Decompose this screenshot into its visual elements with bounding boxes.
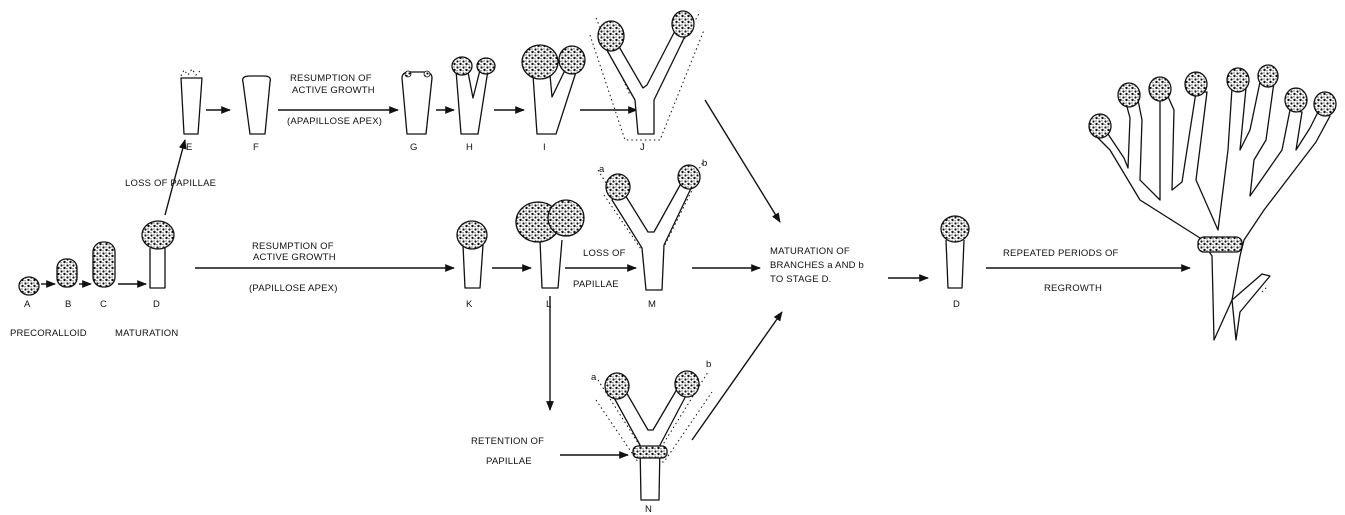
branch-label-a-bottom: a	[591, 372, 597, 383]
stage-F	[243, 76, 271, 134]
label-M: M	[648, 299, 656, 310]
stage-D-final	[941, 216, 969, 288]
label-H: H	[466, 142, 473, 153]
stage-A	[19, 277, 39, 295]
label-G: G	[410, 142, 418, 153]
label-N: N	[645, 504, 652, 515]
caption-loss-of-papillae: LOSS OF PAPILLAE	[125, 178, 216, 189]
caption-loss-of: LOSS OF	[583, 248, 626, 259]
stage-I	[522, 45, 585, 134]
branch-label-b-bottom: b	[706, 359, 711, 370]
label-E: E	[186, 142, 193, 153]
branch-label-b-mid: b	[702, 158, 707, 169]
label-D-final: D	[953, 299, 960, 310]
caption-retention-1: RETENTION OF	[471, 436, 544, 447]
label-F: F	[253, 142, 259, 153]
stage-L	[516, 200, 584, 288]
caption-maturation-branches-3: TO STAGE D.	[770, 274, 832, 285]
label-D: D	[153, 299, 160, 310]
stage-B	[57, 259, 77, 287]
caption-resumption-mid-2: ACTIVE GROWTH	[253, 252, 336, 263]
caption-repeated-1: REPEATED PERIODS OF	[1003, 248, 1119, 259]
stage-H	[452, 57, 495, 134]
stage-M	[598, 162, 703, 290]
label-A: A	[24, 299, 31, 310]
branch-label-a-mid: a	[599, 164, 605, 175]
caption-maturation-branches-2: BRANCHES a AND b	[770, 260, 864, 271]
stage-G	[402, 71, 432, 134]
caption-papillose-apex: (PAPILLOSE APEX)	[249, 283, 338, 294]
label-B: B	[65, 299, 72, 310]
caption-repeated-2: REGROWTH	[1044, 283, 1102, 294]
stage-J	[590, 11, 704, 140]
caption-apapillose-apex: (APAPILLOSE APEX)	[287, 116, 382, 127]
stage-K	[457, 221, 487, 288]
caption-maturation: MATURATION	[115, 328, 178, 339]
caption-maturation-branches-1: MATURATION OF	[770, 246, 850, 257]
caption-papillae-mid: PAPILLAE	[573, 279, 619, 290]
label-I: I	[543, 142, 546, 153]
label-K: K	[466, 299, 473, 310]
stage-C	[93, 242, 115, 287]
arrow-N-maturation	[692, 312, 782, 440]
arrow-J-maturation	[705, 100, 780, 222]
caption-resumption-top-1: RESUMPTION OF	[290, 73, 372, 84]
caption-resumption-mid-1: RESUMPTION OF	[252, 241, 334, 252]
mature-coralloid	[1089, 65, 1336, 340]
stage-E	[181, 69, 202, 134]
caption-resumption-top-2: ACTIVE GROWTH	[292, 85, 375, 96]
label-J: J	[640, 142, 645, 153]
caption-precoralloid: PRECORALLOID	[10, 328, 87, 339]
label-C: C	[100, 299, 107, 310]
stage-D	[142, 221, 174, 288]
caption-retention-2: PAPILLAE	[486, 456, 532, 467]
